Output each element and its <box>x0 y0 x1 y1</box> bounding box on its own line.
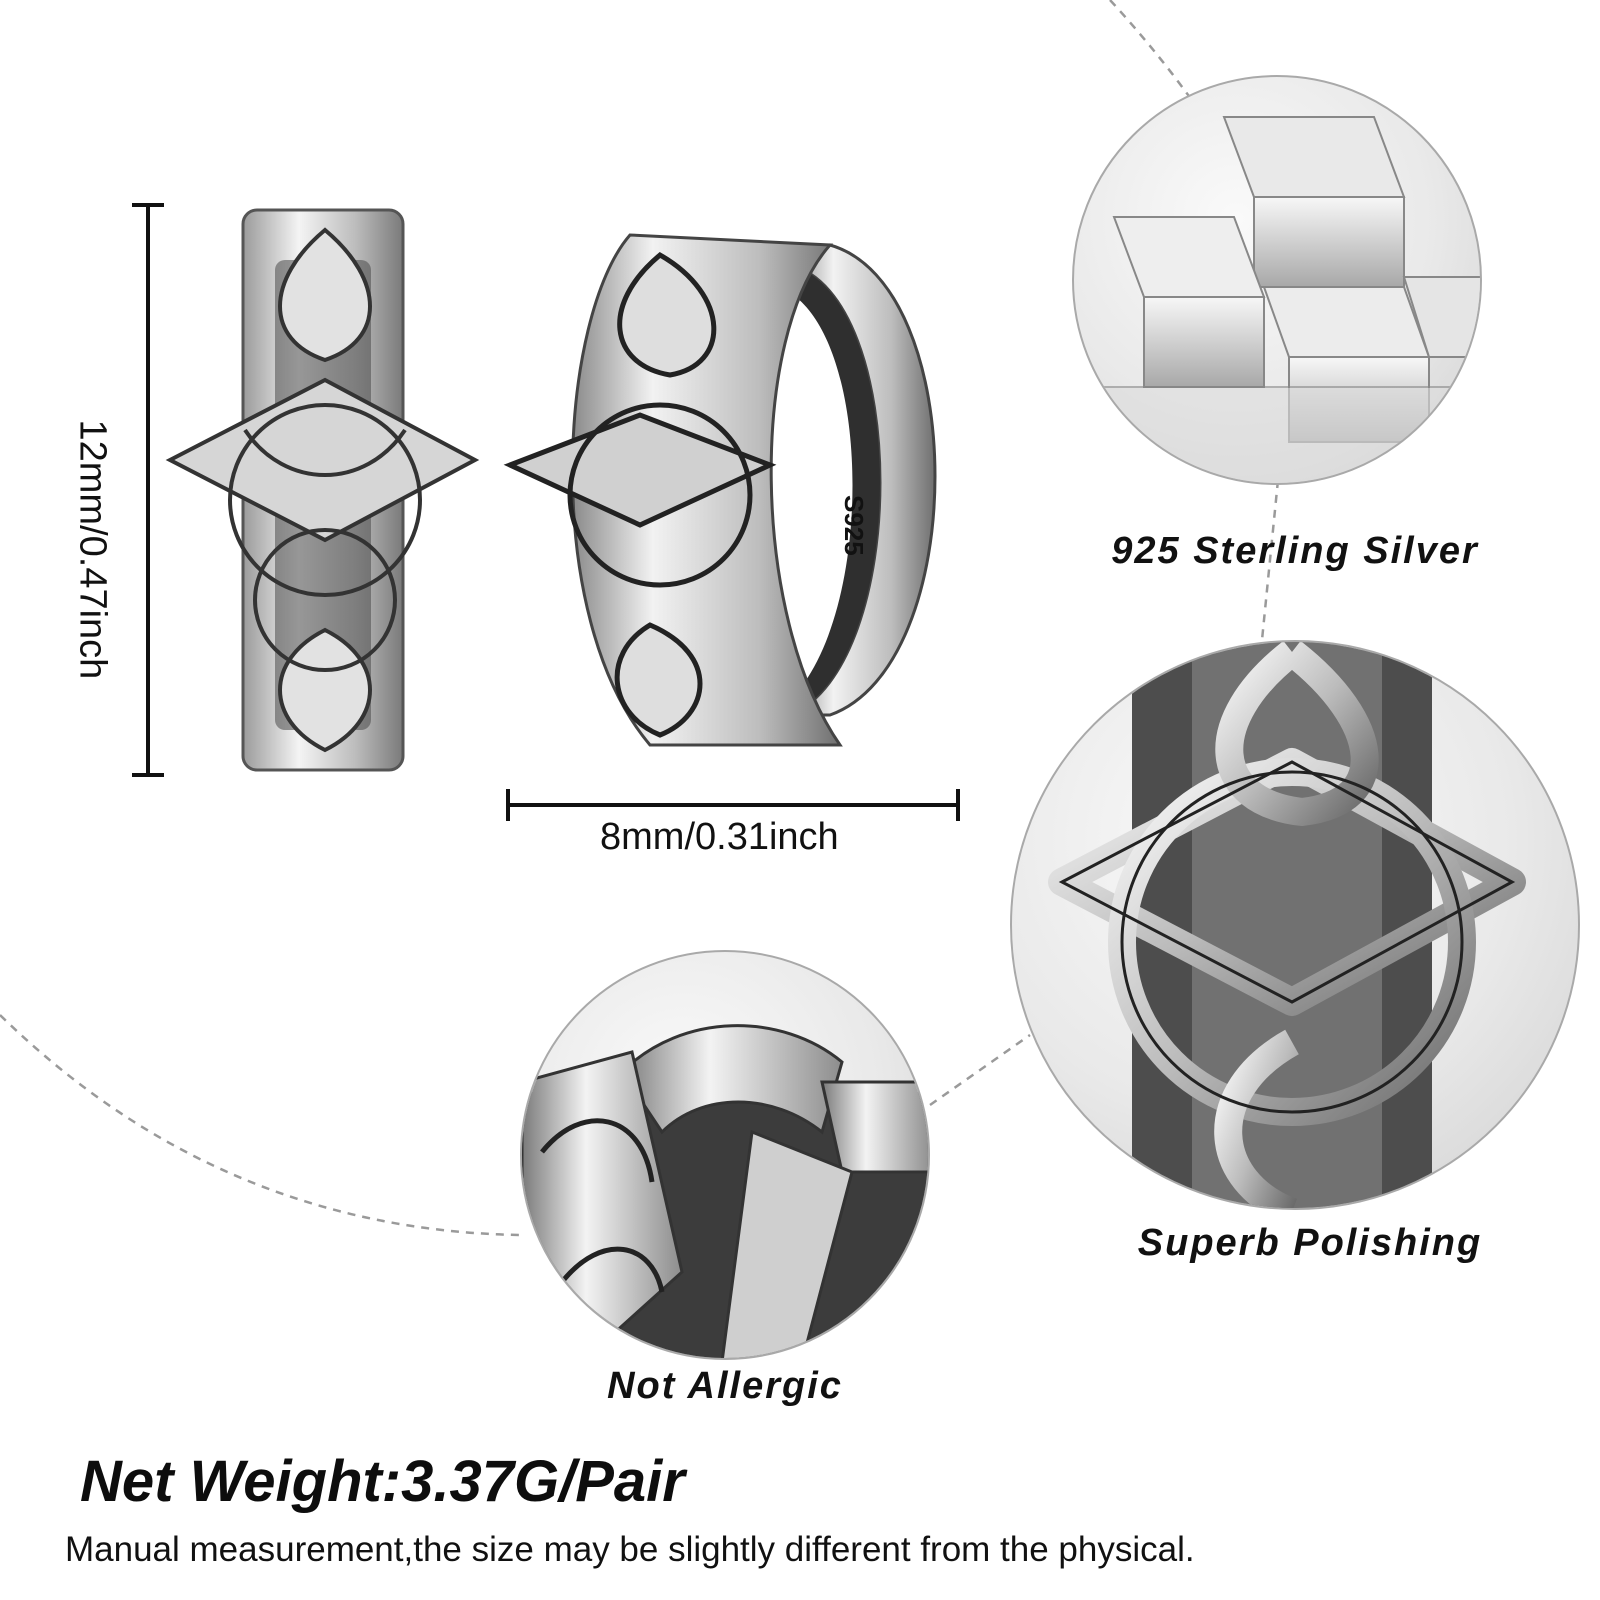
s925-stamp: S925 <box>839 495 869 556</box>
celtic-knot-closeup-icon <box>1048 642 1526 1208</box>
hinge-circle <box>520 950 930 1360</box>
height-dimension-bar <box>132 203 164 777</box>
width-dimension-bar <box>506 789 960 821</box>
silver-bars-circle <box>1072 75 1482 485</box>
silver-bars-icon <box>1074 116 1480 483</box>
earring-side-view <box>165 208 480 772</box>
height-label: 12mm/0.47inch <box>71 419 114 680</box>
polishing-circle <box>1010 640 1580 1210</box>
net-weight-headline: Net Weight:3.37G/Pair <box>80 1449 685 1514</box>
width-label: 8mm/0.31inch <box>600 816 839 858</box>
earring-front-view: S925 <box>503 233 937 747</box>
measurement-disclaimer: Manual measurement,the size may be sligh… <box>65 1530 1195 1569</box>
feature-caption-not-allergic: Not Allergic <box>607 1365 843 1407</box>
feature-caption-polishing: Superb Polishing <box>1137 1222 1483 1264</box>
hinge-closeup-icon <box>522 1024 928 1358</box>
feature-caption-sterling: 925 Sterling Silver <box>1111 530 1479 572</box>
